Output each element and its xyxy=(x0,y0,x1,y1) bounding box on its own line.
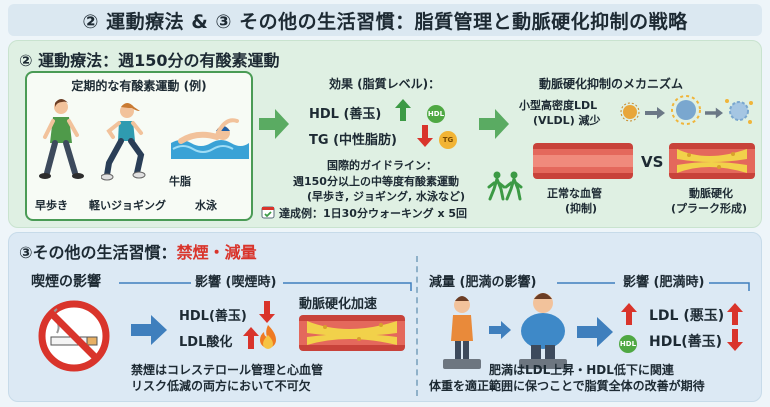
smoking-hdl-down-arrow-icon xyxy=(259,301,275,323)
vs-label: VS xyxy=(641,153,664,171)
smoking-ldl-label: LDL酸化 xyxy=(179,335,233,350)
walking-pair-icon xyxy=(487,171,523,201)
exercise-panel: ② 運動療法：週150分の有酸素運動 定期的な有酸素運動 (例) xyxy=(8,40,762,228)
flow-arrow-icon xyxy=(479,109,509,139)
examples-title: 定期的な有酸素運動 (例) xyxy=(71,79,207,93)
obesity-ldl-up-arrow-icon xyxy=(621,303,637,325)
weight-note-line1: 肥満はLDL上昇・HDL低下に関連 xyxy=(489,363,674,377)
guideline-line1: 週150分以上の中等度有酸素運動 xyxy=(293,175,459,188)
weight-effect-arrow-icon xyxy=(577,317,613,347)
tg-effect-label: TG (中性脂肪) xyxy=(309,133,397,148)
effects-title: 効果 (脂質レベル)： xyxy=(329,77,441,91)
smoking-title: 喫煙の影響 xyxy=(31,274,101,290)
atherosclerosis-line2: (プラーク形成) xyxy=(671,202,748,215)
guideline-line2: (早歩き, ジョギング, 水泳など) xyxy=(307,190,466,203)
weight-title: 減量 (肥満の影響) xyxy=(429,275,537,290)
hdl-effect-label: HDL (善玉) xyxy=(309,107,382,122)
smoking-note-line1: 禁煙はコレステロール管理と心血管 xyxy=(131,363,324,377)
tg-badge-icon: TG xyxy=(439,127,457,149)
jogging-person-icon xyxy=(101,103,146,181)
small-ldl-line1: 小型高密度LDL xyxy=(519,99,598,112)
tg-down-arrow-icon xyxy=(417,125,433,147)
normal-vessel-line2: (抑制) xyxy=(565,202,598,215)
normal-vessel-icon xyxy=(533,143,633,179)
swimming-person-icon xyxy=(171,118,249,159)
particle-cluster-icon xyxy=(671,95,701,125)
flow-arrow-icon xyxy=(259,109,289,139)
guideline-title: 国際的ガイドライン： xyxy=(327,159,437,172)
atherosclerosis-vessel-icon xyxy=(669,143,755,179)
swimming-label: 水泳 xyxy=(195,199,217,212)
slim-person-on-scale-icon xyxy=(443,296,481,369)
mechanism-title: 動脈硬化抑制のメカニズム xyxy=(539,77,684,91)
exercise-examples-box: 定期的な有酸素運動 (例) xyxy=(25,71,253,221)
ldl-oxidation-up-arrow-icon xyxy=(243,327,259,349)
obesity-hdl-label: HDL(善玉) xyxy=(649,334,723,350)
particle-transform-arrow-icon xyxy=(705,107,723,119)
smoking-effect-title: 影響 (喫煙時) xyxy=(195,275,277,290)
normal-vessel-line1: 正常な血管 xyxy=(547,187,602,200)
obesity-hdl-badge-icon: HDL xyxy=(619,331,637,353)
obesity-hdl-down-arrow-icon xyxy=(727,329,743,351)
damaged-vessel-icon xyxy=(299,315,405,351)
jogging-label: 軽いジョギング xyxy=(89,199,166,212)
section-divider xyxy=(416,256,418,396)
obesity-ldl-label: LDL (悪玉) xyxy=(649,308,725,324)
weight-note-line2: 体重を適正範囲に保つことで脂質全体の改善が期待 xyxy=(429,379,705,393)
fire-icon xyxy=(260,325,276,349)
lifestyle-heading: ③その他の生活習慣：禁煙・減量 xyxy=(19,239,257,263)
achievement-label: 達成例：1日30分ウォーキング x 5回 xyxy=(279,207,468,220)
lifestyle-panel: ③その他の生活習慣：禁煙・減量 喫煙の影響 影響 (喫煙時) HDL(善玉) L… xyxy=(8,232,762,402)
hdl-up-arrow-icon xyxy=(395,99,411,121)
smoking-hdl-label: HDL(善玉) xyxy=(179,309,247,324)
page-title: ② 運動療法 & ③ その他の生活習慣：脂質管理と動脈硬化抑制の戦略 xyxy=(8,4,762,36)
accelerate-label: 動脈硬化加速 xyxy=(299,297,378,312)
smoking-note-line2: リスク低減の両方において不可欠 xyxy=(131,379,311,393)
smoking-arrow-icon xyxy=(131,315,167,345)
particle-transform-arrow-icon xyxy=(645,107,665,119)
particle-breakup-icon xyxy=(725,99,753,124)
weight-effect-bracket-icon xyxy=(557,282,750,291)
lifestyle-heading-accent: 禁煙・減量 xyxy=(176,243,257,262)
hdl-badge-icon: HDL xyxy=(427,101,445,123)
smoking-effect-bracket-icon xyxy=(119,282,412,291)
no-smoking-icon xyxy=(38,300,110,372)
lifestyle-heading-prefix: ③その他の生活習慣： xyxy=(19,243,177,262)
swim-note-label: 牛脂 xyxy=(169,175,191,188)
weight-effect-title: 影響 (肥満時) xyxy=(623,275,705,290)
exercise-heading: ② 運動療法：週150分の有酸素運動 xyxy=(19,51,280,70)
obese-person-on-scale-icon xyxy=(519,293,567,369)
atherosclerosis-line1: 動脈硬化 xyxy=(689,187,733,200)
obesity-ldl-up-arrow-icon xyxy=(727,303,743,325)
calendar-check-icon xyxy=(261,206,275,219)
walking-label: 早歩き xyxy=(35,199,68,212)
walking-person-icon xyxy=(39,99,84,179)
ldl-particle-icon xyxy=(620,102,640,122)
weight-arrow-icon xyxy=(489,321,511,339)
small-ldl-line2: (VLDL) 減少 xyxy=(533,114,601,127)
